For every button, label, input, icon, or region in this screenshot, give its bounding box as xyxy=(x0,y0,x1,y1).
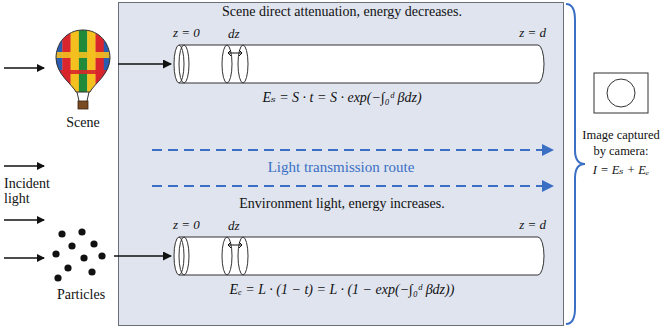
balloon-stripe xyxy=(54,26,63,96)
particles-illustration xyxy=(48,226,114,284)
balloon-stripe xyxy=(104,26,113,96)
balloon-illustration xyxy=(50,26,116,112)
particle-dot xyxy=(52,250,59,257)
position-label: z = 0 xyxy=(173,217,200,233)
particle-dot xyxy=(64,264,71,271)
particle-dot xyxy=(68,242,75,249)
formula: I = Eₛ + Eₑ xyxy=(593,163,649,179)
camera-node: Image captured by camera: I = Eₛ + Eₑ xyxy=(580,72,662,179)
position-label: z = 0 xyxy=(173,25,200,41)
double-arrow xyxy=(228,242,242,248)
balloon-ropes xyxy=(77,92,89,101)
cylinder-node: Environment light, energy increases.z = … xyxy=(171,236,546,276)
particles-node: Particles xyxy=(48,226,114,310)
particle-dot xyxy=(58,230,65,237)
position-label: z = d xyxy=(519,25,546,41)
double-arrow xyxy=(228,50,242,56)
image-frame xyxy=(594,73,648,113)
region-band: Light transmission route Scene direct att… xyxy=(118,2,564,326)
formula: Eₛ = S · t = S · exp(−∫₀ᵈ βdz) xyxy=(119,90,565,107)
scene-node: Scene xyxy=(48,26,118,134)
route-label: Light transmission route xyxy=(119,159,563,176)
incident-arrow xyxy=(4,67,44,68)
particle-dot xyxy=(54,274,61,281)
balloon-band xyxy=(50,52,116,58)
particle-dot xyxy=(98,252,105,259)
node-label: Scene xyxy=(66,115,99,131)
cylinder-body xyxy=(179,237,544,275)
node-label: Particles xyxy=(57,287,105,303)
caption-text: Image captured by camera: xyxy=(580,128,662,159)
particle-dot xyxy=(80,254,87,261)
transmission-arrow xyxy=(152,185,552,187)
curly-brace xyxy=(566,4,585,324)
section-heading: Environment light, energy increases. xyxy=(119,196,565,213)
incident-arrow xyxy=(4,257,44,258)
section-heading: Scene direct attenuation, energy decreas… xyxy=(119,4,565,21)
position-label: z = d xyxy=(519,217,546,233)
cylinder-end xyxy=(179,45,189,83)
light-arrow xyxy=(118,63,171,64)
particle-dot xyxy=(78,228,85,235)
cylinder-end xyxy=(179,237,189,275)
balloon-stripe xyxy=(62,26,71,96)
formula: Eₑ = L · (1 − t) = L · (1 − exp(−∫₀ᵈ βdz… xyxy=(119,282,565,299)
balloon-stripe xyxy=(79,26,88,96)
image-circle xyxy=(607,79,635,107)
balloon-stripe xyxy=(71,26,80,96)
cylinder-body xyxy=(179,45,544,83)
slice-label: dz xyxy=(228,218,240,234)
particle-dot xyxy=(88,268,95,275)
cylinder-outline xyxy=(171,44,546,84)
slice-label: dz xyxy=(228,26,240,42)
balloon-stripe xyxy=(96,26,105,96)
cylinder-outline xyxy=(171,236,546,276)
balloon-outline xyxy=(56,30,110,92)
cylinder-node: Scene direct attenuation, energy decreas… xyxy=(171,44,546,84)
balloon-basket xyxy=(78,101,88,109)
incident-arrow xyxy=(4,165,44,166)
camera-image-icon xyxy=(593,72,649,114)
side-label: Incident light xyxy=(4,176,60,206)
particle-dot xyxy=(90,240,97,247)
incident-arrow xyxy=(4,219,44,220)
balloon-stripes xyxy=(50,26,116,96)
light-arrow xyxy=(114,255,171,256)
transmission-arrow xyxy=(152,149,552,151)
